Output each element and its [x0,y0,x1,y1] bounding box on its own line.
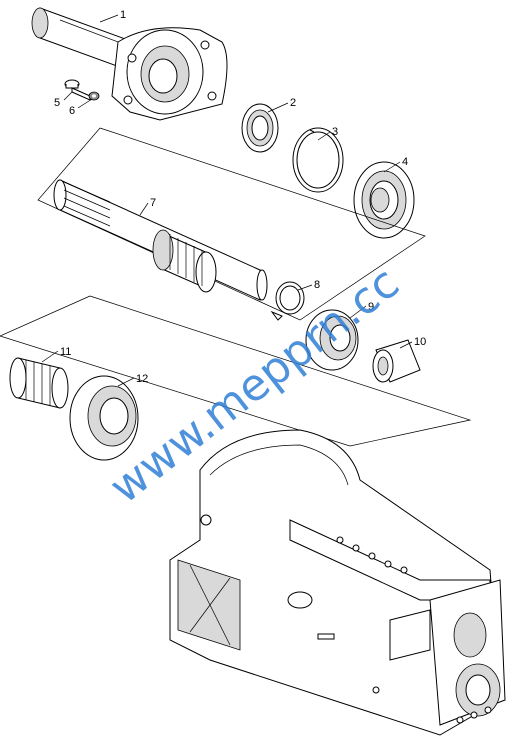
part-3-snap-ring [292,127,344,193]
callout-12: 12 [136,373,148,385]
callout-7: 7 [150,197,156,209]
part-4-bearing [353,161,415,239]
callout-2: 2 [290,97,296,109]
housing-bolt-holes [336,536,492,724]
gear-teeth [169,234,203,286]
callout-4: 4 [402,156,408,168]
part-9-gear [305,309,359,371]
callout-5: 5 [54,97,60,109]
callout-6: 6 [69,105,75,117]
group-frame-lower [0,295,472,447]
callout-8: 8 [314,279,320,291]
part-1-shaft-housing [31,7,228,121]
needle-lines [25,360,51,406]
callout-10: 10 [414,336,426,348]
callout-labels: 1 2 3 4 5 6 7 8 9 10 11 12 [54,9,426,385]
part-5-bolt [64,79,91,101]
part-2-bearing [241,103,279,153]
part-10-bushing [372,339,421,383]
part-8-circlip [270,281,305,321]
shaft-spline-lines [63,181,111,227]
part-11-needle-bearing [9,357,69,409]
part-7-splined-shaft [53,179,268,301]
part-6-washer [88,91,100,101]
group-frame-upper [37,127,426,321]
callout-11: 11 [60,346,71,358]
part-12-large-gear [69,375,139,461]
callout-1: 1 [120,9,126,21]
callout-3: 3 [332,126,338,138]
leader-lines [41,14,413,387]
transmission-housing [169,429,506,736]
callout-9: 9 [368,301,374,313]
